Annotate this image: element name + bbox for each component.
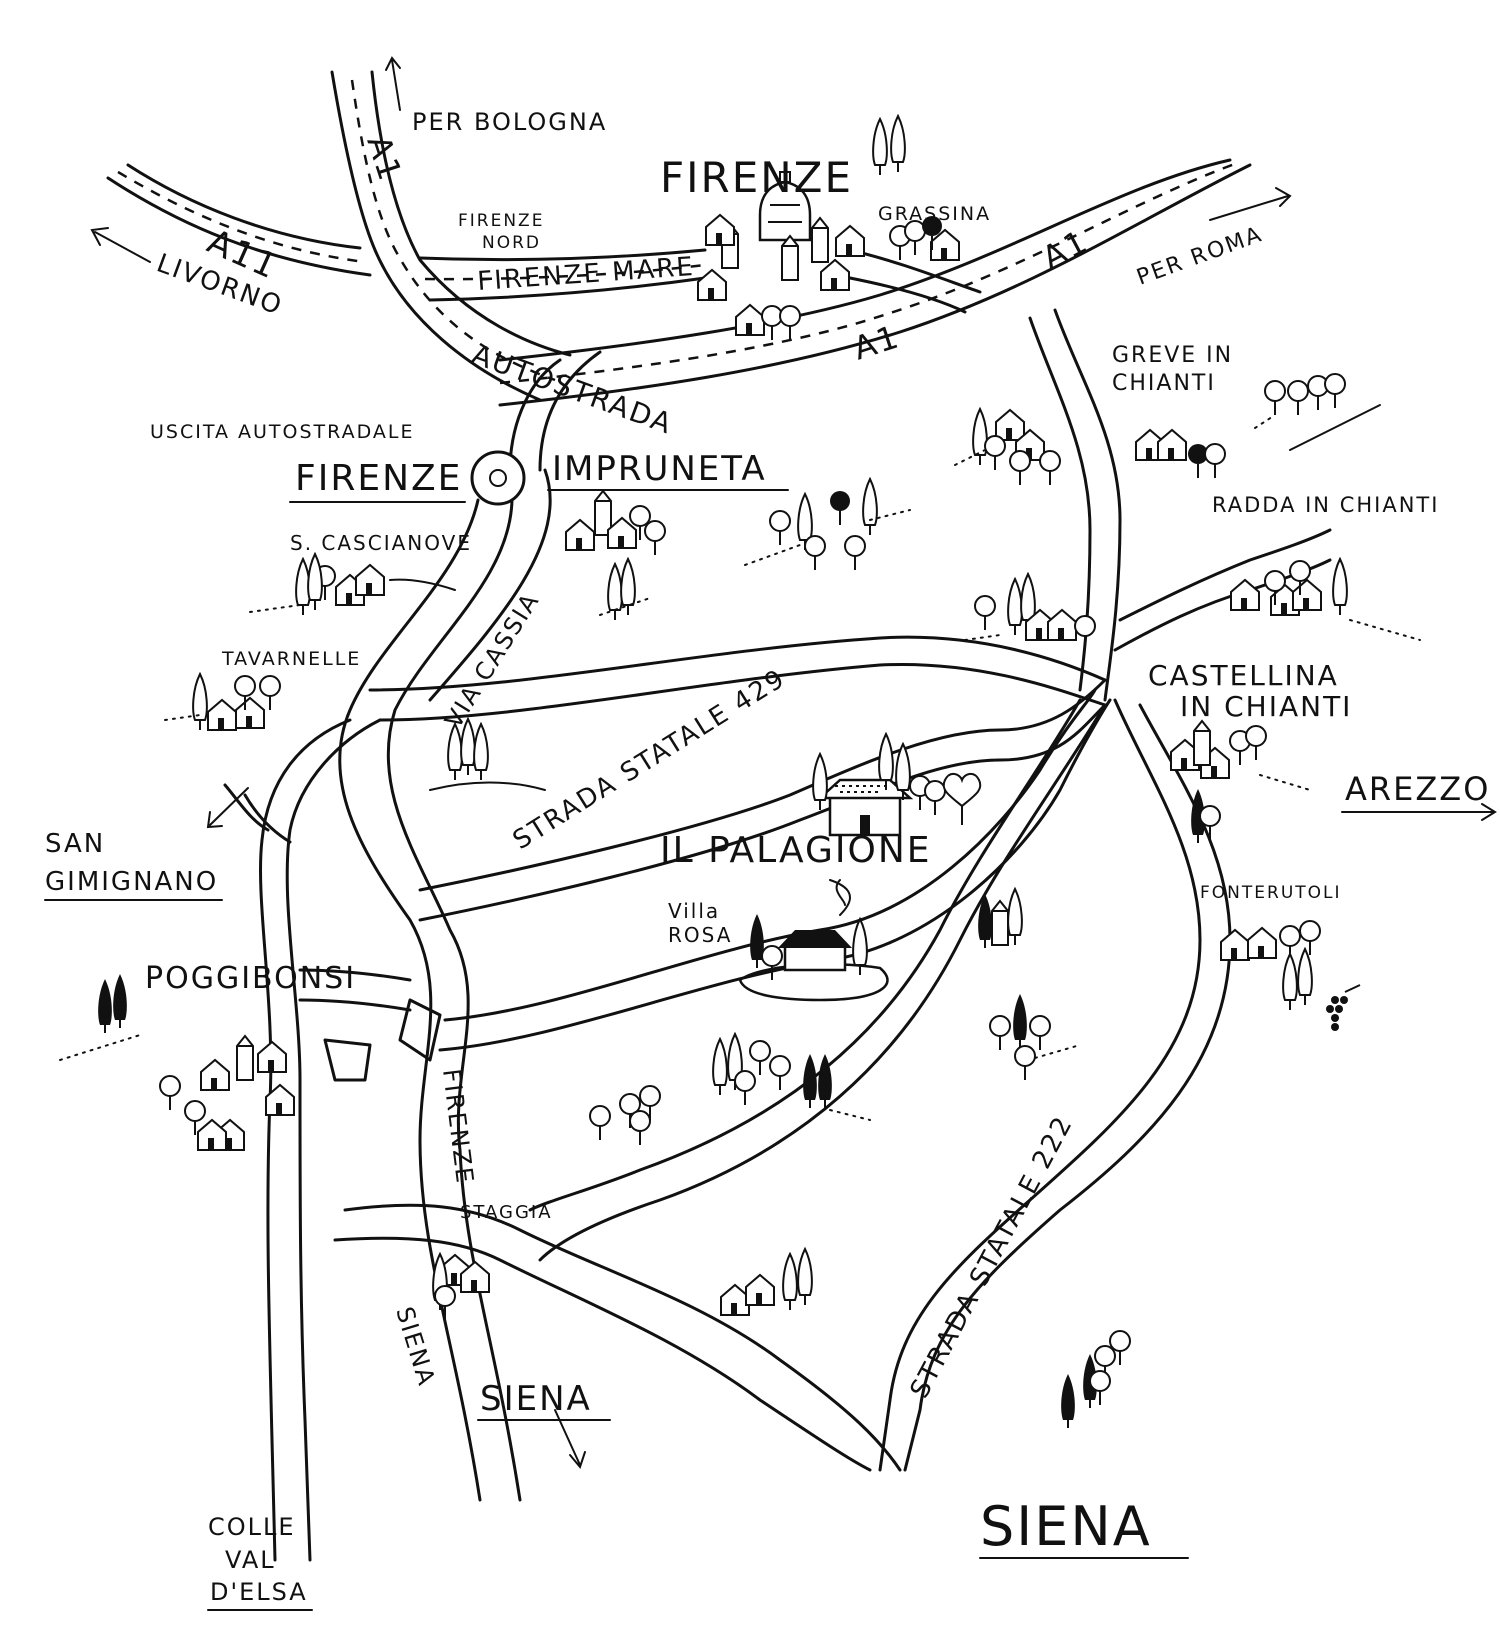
greve-label-1: GREVE IN — [1112, 343, 1233, 368]
firenze-exit-label: FIRENZE — [295, 458, 462, 499]
firenze-nord-label-1: FIRENZE — [458, 211, 544, 231]
palagione-villa — [812, 733, 982, 837]
siena-small-label: SIENA — [480, 1379, 592, 1419]
poggibonsi-label: POGGIBONSI — [145, 961, 356, 996]
grapes-icon — [1326, 984, 1361, 1031]
firenze-siena-label-1: FIRENZE — [437, 1067, 479, 1186]
colle-label-3: D'ELSA — [210, 1578, 308, 1606]
san-gimignano-label-1: SAN — [45, 829, 105, 859]
greve-label-2: CHIANTI — [1112, 371, 1216, 396]
radda-label: RADDA IN CHIANTI — [1212, 493, 1439, 517]
firenze-nord-label-2: NORD — [482, 233, 541, 253]
direction-arrows — [90, 56, 1497, 1470]
colle-label-2: VAL — [225, 1546, 276, 1574]
colle-label-1: COLLE — [208, 1513, 296, 1541]
castellina-label-2: IN CHIANTI — [1180, 690, 1352, 723]
san-gimignano-label-2: GIMIGNANO — [45, 867, 218, 897]
villa-label-1: Villa — [668, 899, 720, 923]
place-labels: FIRENZE FIRENZE NORD GRASSINA GREVE IN C… — [145, 153, 1439, 1559]
siena-big-label: SIENA — [980, 1495, 1152, 1558]
via-cassia-label: VIA CASSIA — [439, 587, 545, 733]
castellina-label-1: CASTELLINA — [1148, 659, 1339, 692]
staggia-label: STAGGIA — [460, 1202, 553, 1223]
roma-label: PER ROMA — [1134, 222, 1267, 291]
villa-label-2: ROSA — [668, 923, 732, 947]
road-labels: VIA CASSIA STRADA STATALE 429 STRADA STA… — [390, 587, 1079, 1403]
arezzo-label: AREZZO — [1345, 770, 1490, 808]
villa-rosa — [738, 879, 889, 1002]
firenze-siena-label-2: SIENA — [390, 1304, 441, 1390]
grassina-label: GRASSINA — [878, 203, 991, 225]
palagione-label: IL PALAGIONE — [660, 830, 932, 871]
firenze-label: FIRENZE — [660, 153, 853, 202]
a1-center-label: A1 — [849, 317, 905, 367]
town-illustrations — [59, 115, 1421, 1429]
impruneta-label: IMPRUNETA — [552, 449, 767, 489]
duomo-illustration — [697, 171, 865, 301]
tavarnelle-label: TAVARNELLE — [221, 648, 361, 670]
cascianove-label: S. CASCIANOVE — [290, 531, 472, 555]
road-network — [106, 70, 1332, 1562]
ss222-label: STRADA STATALE 222 — [905, 1111, 1080, 1404]
uscita-label: USCITA AUTOSTRADALE — [150, 421, 414, 443]
a1-north-label: A1 — [359, 131, 409, 187]
fonterutoli-label: FONTERUTOLI — [1200, 883, 1342, 903]
bologna-label: PER BOLOGNA — [412, 108, 607, 136]
